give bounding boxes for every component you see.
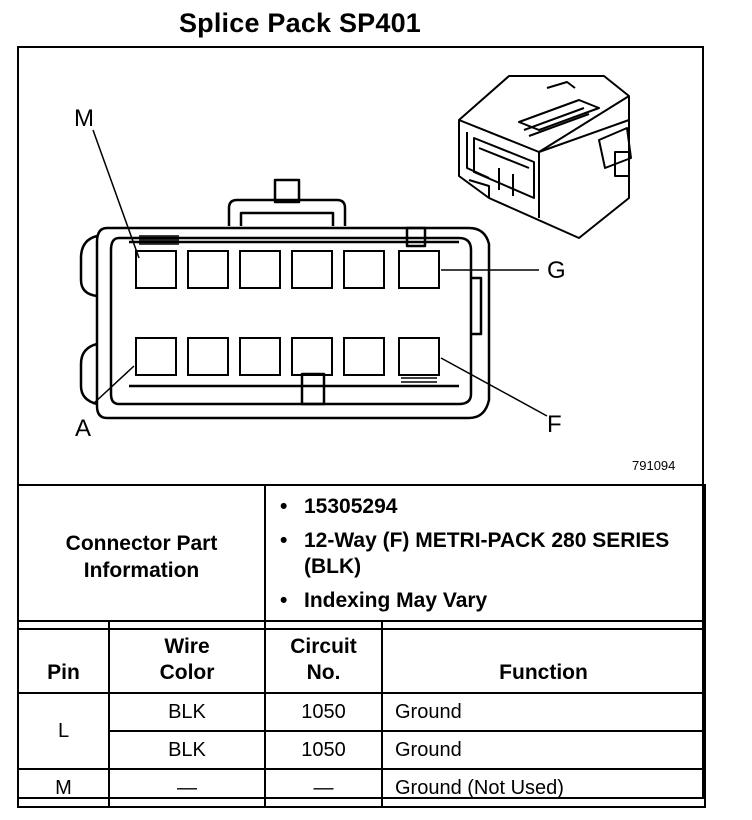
label-m: M bbox=[74, 105, 94, 132]
connector-info-label-line1: Connector Part bbox=[65, 532, 218, 555]
function-cell: Ground (Not Used) bbox=[381, 768, 706, 808]
cavity-bottom-3 bbox=[239, 337, 281, 376]
connector-diagram: M A G F bbox=[74, 75, 632, 442]
circuit-cell: 1050 bbox=[264, 692, 383, 732]
circuit-cell: — bbox=[264, 768, 383, 808]
cavity-top-5 bbox=[343, 250, 385, 289]
bottom-tab bbox=[300, 372, 326, 406]
wire-color-cell: BLK bbox=[108, 730, 266, 770]
part-number: 15305294 bbox=[280, 494, 704, 520]
leader-m bbox=[92, 129, 140, 259]
connector-info-table: Connector Part Information 15305294 12-W… bbox=[17, 484, 706, 630]
leader-f bbox=[440, 357, 548, 417]
function-cell: Ground bbox=[381, 692, 706, 732]
pin-cell: M bbox=[17, 768, 110, 808]
circuit-cell: 1050 bbox=[264, 730, 383, 770]
header-function: Function bbox=[381, 620, 706, 694]
cavity-top-2 bbox=[187, 250, 229, 289]
indexing-note: Indexing May Vary bbox=[280, 588, 704, 614]
connector-info-label: Connector Part Information bbox=[17, 484, 266, 630]
left-ear-top bbox=[79, 234, 98, 298]
cavity-bottom-2 bbox=[187, 337, 229, 376]
top-right-tab bbox=[405, 226, 427, 248]
table-row: M — — Ground (Not Used) bbox=[17, 768, 706, 808]
left-ear-bottom bbox=[79, 342, 98, 406]
function-cell: Ground bbox=[381, 730, 706, 770]
leader-a bbox=[92, 365, 135, 405]
cavity-bottom-1 bbox=[135, 337, 177, 376]
cavity-top-4 bbox=[291, 250, 333, 289]
label-g: G bbox=[547, 257, 566, 284]
latch-inner bbox=[239, 211, 335, 226]
wire-color-cell: — bbox=[108, 768, 266, 808]
cavity-bottom-6 bbox=[398, 337, 440, 376]
latch-outline bbox=[227, 198, 347, 226]
header-pin: Pin bbox=[17, 620, 110, 694]
connector-type: 12-Way (F) METRI-PACK 280 SERIES (BLK) bbox=[280, 528, 704, 580]
cavity-bottom-4 bbox=[291, 337, 333, 376]
connector-3d-view bbox=[458, 75, 632, 239]
latch-tab bbox=[273, 178, 301, 204]
wire-color-cell: BLK bbox=[108, 692, 266, 732]
cavity-top-1 bbox=[135, 250, 177, 289]
diagram-title: Splice Pack SP401 bbox=[178, 8, 422, 38]
diagram-frame: M A G F 791094 Connector bbox=[17, 46, 706, 808]
cavity-top-6 bbox=[398, 250, 440, 289]
connector-info-values: 15305294 12-Way (F) METRI-PACK 280 SERIE… bbox=[264, 484, 706, 630]
housing-outer bbox=[95, 226, 491, 420]
table-row: BLK 1050 Ground bbox=[18, 730, 706, 770]
label-a: A bbox=[75, 415, 91, 442]
cavity-top-3 bbox=[239, 250, 281, 289]
label-f: F bbox=[547, 411, 562, 438]
figure-id: 791094 bbox=[632, 458, 676, 473]
right-rail bbox=[471, 276, 483, 336]
pin-cell: L bbox=[17, 692, 110, 770]
cavity-bottom-5 bbox=[343, 337, 385, 376]
housing-inner bbox=[109, 236, 473, 406]
table-row: L BLK 1050 Ground bbox=[17, 692, 706, 770]
connector-info-label-line2: Information bbox=[83, 559, 200, 582]
